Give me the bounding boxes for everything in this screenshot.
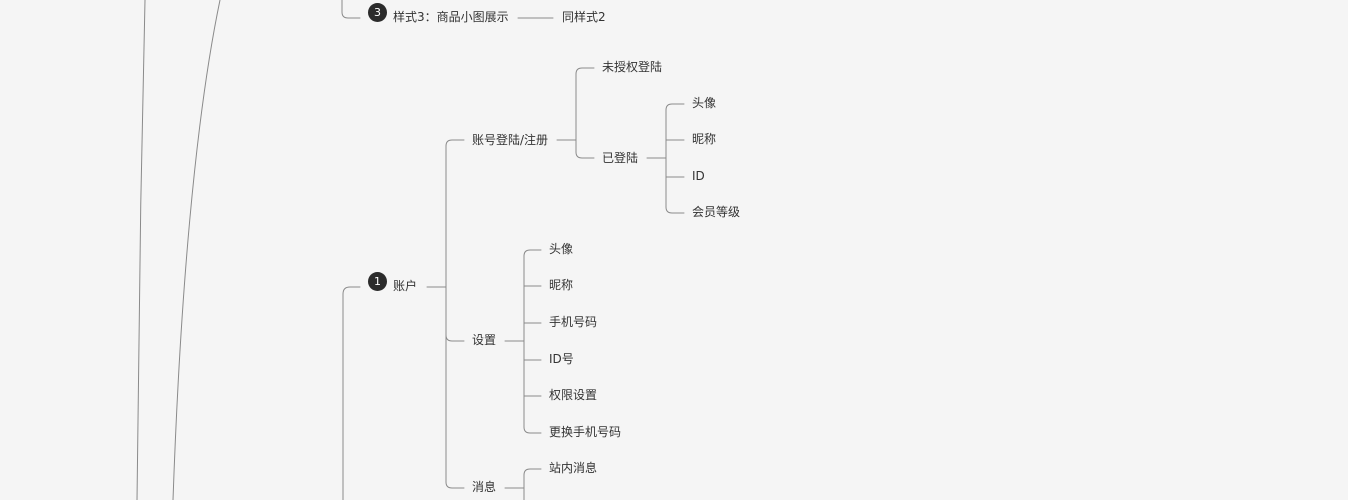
connector-line bbox=[575, 151, 595, 159]
node-member-level[interactable]: 会员等级 bbox=[692, 205, 741, 219]
connector-line bbox=[341, 0, 361, 19]
connector-line bbox=[445, 334, 465, 342]
node-messages[interactable]: 消息 bbox=[472, 480, 497, 494]
connector-line bbox=[523, 426, 542, 434]
node-settings-nickname[interactable]: 昵称 bbox=[549, 278, 574, 292]
number-badge-3: 3 bbox=[368, 3, 387, 22]
node-logged-id[interactable]: ID bbox=[692, 169, 705, 183]
connector-line bbox=[136, 0, 146, 500]
node-settings[interactable]: 设置 bbox=[472, 333, 497, 347]
number-badge-1: 1 bbox=[368, 272, 387, 291]
connector-line bbox=[172, 0, 221, 500]
node-settings-avatar[interactable]: 头像 bbox=[549, 242, 574, 256]
node-login-register[interactable]: 账号登陆/注册 bbox=[472, 133, 549, 147]
node-settings-phone[interactable]: 手机号码 bbox=[549, 315, 598, 329]
node-logged-avatar[interactable]: 头像 bbox=[692, 96, 717, 110]
connector-line bbox=[445, 481, 465, 489]
node-settings-change-phone[interactable]: 更换手机号码 bbox=[549, 425, 622, 439]
connector-line bbox=[665, 206, 685, 214]
node-logged-in[interactable]: 已登陆 bbox=[602, 151, 639, 165]
connector-line bbox=[342, 286, 361, 500]
node-not-authorized[interactable]: 未授权登陆 bbox=[602, 60, 663, 74]
connector-line bbox=[665, 103, 685, 111]
node-inbox[interactable]: 站内消息 bbox=[549, 461, 598, 475]
connector-line bbox=[523, 468, 542, 476]
node-settings-permission[interactable]: 权限设置 bbox=[549, 388, 598, 402]
node-same-as-style2[interactable]: 同样式2 bbox=[562, 10, 606, 24]
node-settings-id[interactable]: ID号 bbox=[549, 352, 574, 366]
node-account[interactable]: 账户 bbox=[393, 279, 418, 293]
connector-line bbox=[445, 139, 465, 147]
connector-line bbox=[575, 67, 595, 75]
connector-line bbox=[523, 249, 542, 257]
node-style3[interactable]: 样式3：商品小图展示 bbox=[393, 10, 509, 24]
node-logged-nickname[interactable]: 昵称 bbox=[692, 132, 717, 146]
